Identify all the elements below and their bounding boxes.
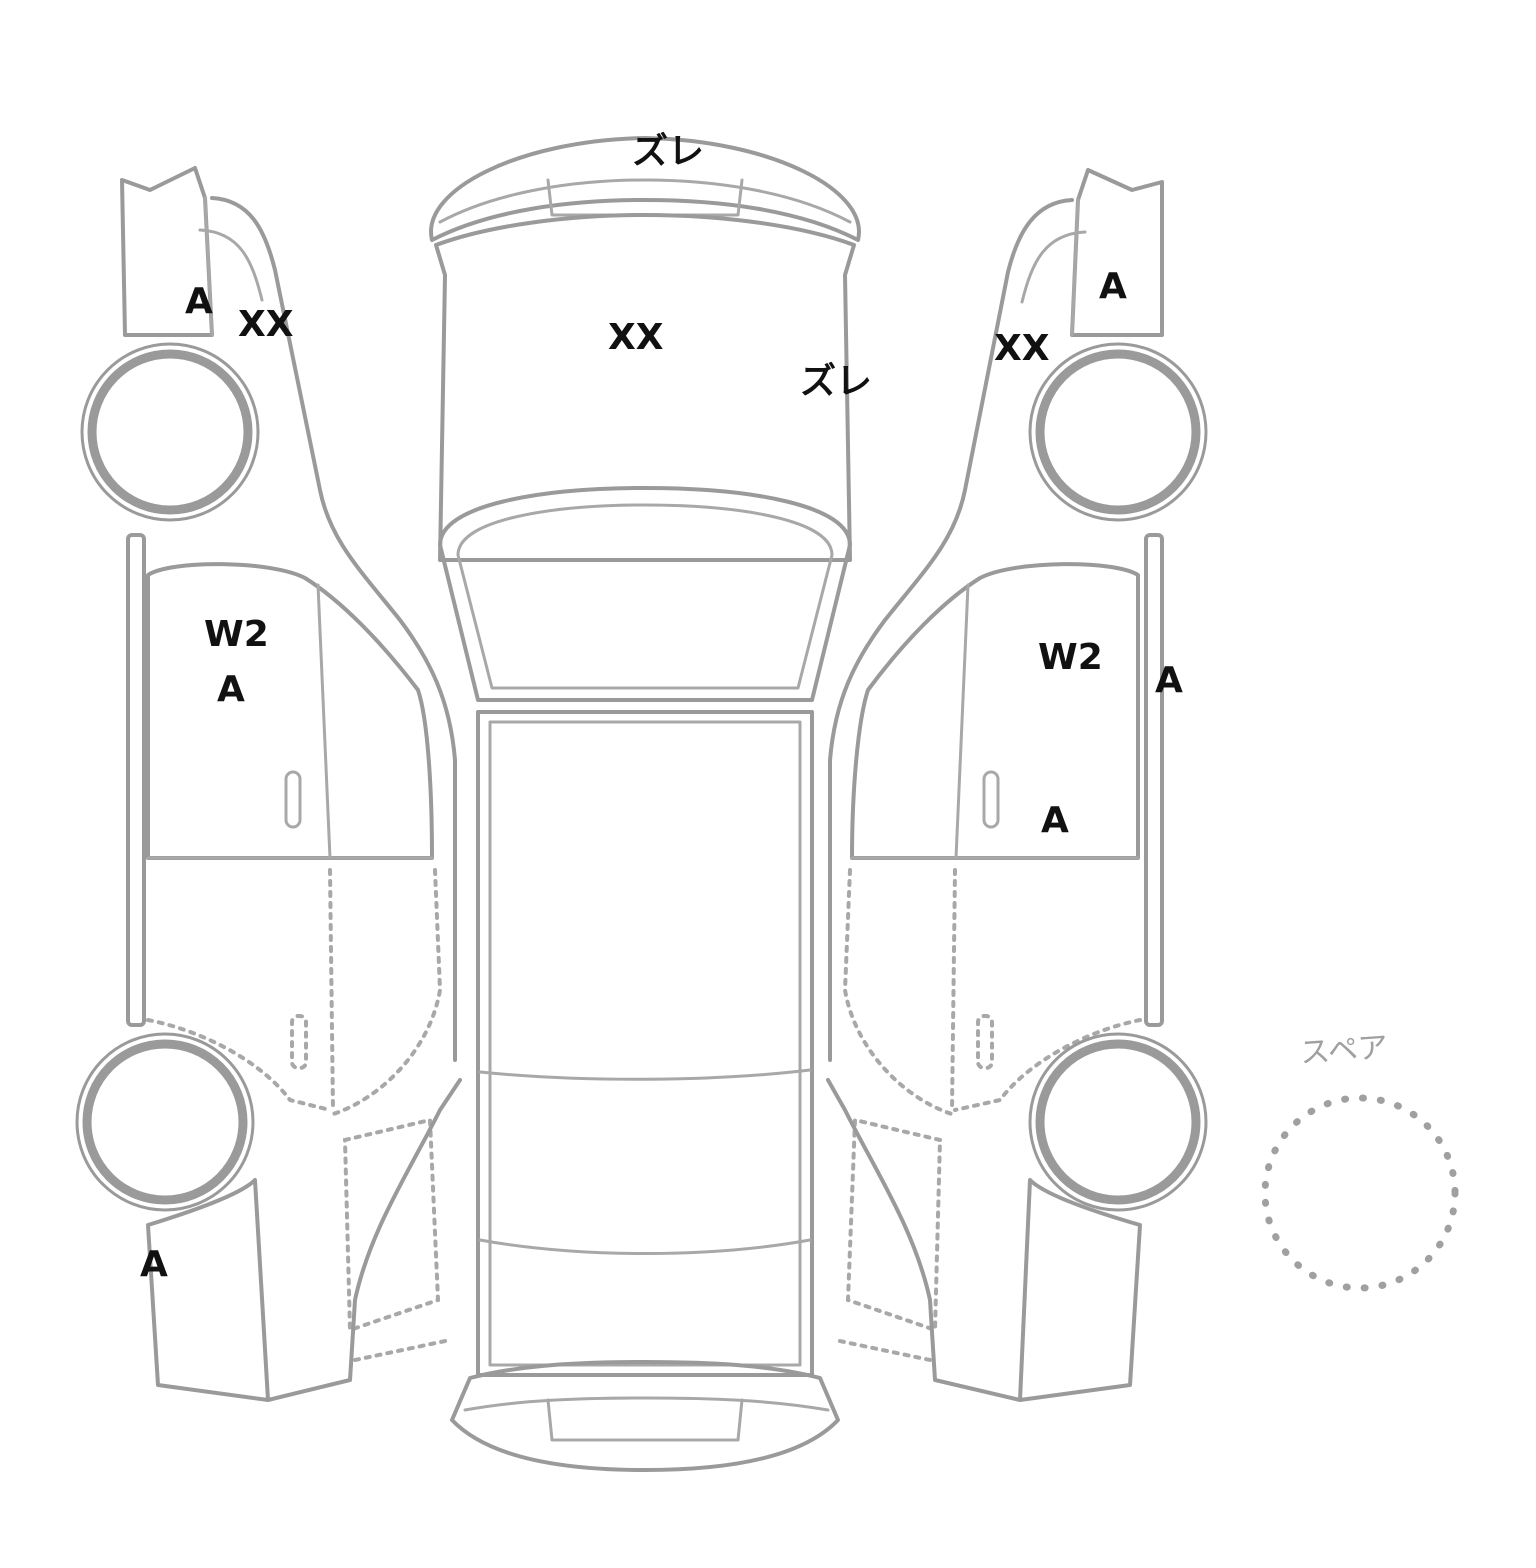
car-top-view xyxy=(429,136,861,1472)
mark-front-right-fender: ズレ xyxy=(800,361,873,402)
mark-right-front-bumper: A xyxy=(1099,266,1127,307)
car-left-side-view xyxy=(120,166,462,1402)
mark-right-front-door-a: A xyxy=(1041,800,1069,841)
left-rear-wheel xyxy=(75,1032,255,1212)
mark-left-rear-bumper: A xyxy=(140,1244,168,1285)
spare-tire-label: スペア xyxy=(1298,1029,1389,1072)
mark-left-front-fender: XX xyxy=(238,304,294,345)
left-front-wheel xyxy=(80,342,260,522)
roof-panel xyxy=(476,710,814,1377)
mark-left-front-door-w2: W2 xyxy=(204,614,269,655)
spare-tire-icon xyxy=(1261,1094,1459,1292)
hood-panel xyxy=(434,213,856,562)
mark-roof-top: ズレ xyxy=(632,131,705,172)
mark-right-front-fender: XX xyxy=(994,328,1050,369)
mark-hood: XX xyxy=(608,317,664,358)
mark-right-front-door-w2: W2 xyxy=(1038,637,1103,678)
right-rear-wheel xyxy=(1028,1032,1208,1212)
mark-left-front-door-a: A xyxy=(217,669,245,710)
wheels xyxy=(75,342,1208,1212)
mark-right-side-sill: A xyxy=(1155,660,1183,701)
windshield xyxy=(438,486,852,702)
right-front-wheel xyxy=(1028,342,1208,522)
car-right-side-view xyxy=(826,168,1164,1402)
mark-left-front-bumper: A xyxy=(185,281,213,322)
